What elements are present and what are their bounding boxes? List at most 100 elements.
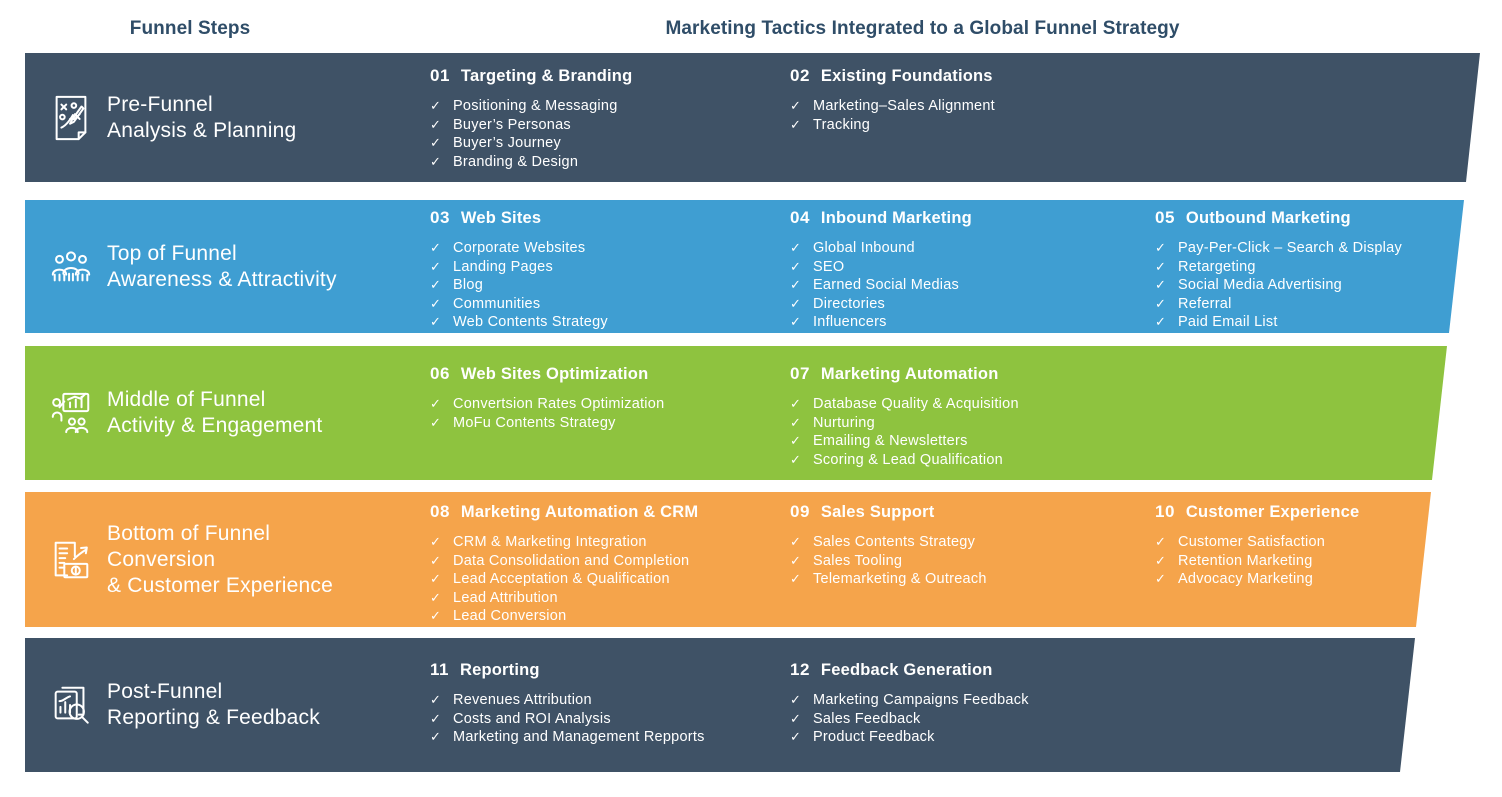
tactic-item-label: Marketing Campaigns Feedback <box>813 692 1029 708</box>
tactic-item: ✓Costs and ROI Analysis <box>430 710 705 729</box>
tactic-item-label: Customer Satisfaction <box>1178 534 1326 550</box>
tactic-item: ✓Telemarketing & Outreach <box>790 570 987 589</box>
check-icon: ✓ <box>790 451 802 467</box>
section-number: 08 <box>430 502 450 521</box>
tactic-item-label: Influencers <box>813 314 887 331</box>
tactic-item-label: Retention Marketing <box>1178 552 1313 569</box>
tactics-sections: 08 Marketing Automation & CRM ✓ CRM & Marke… <box>25 492 1431 627</box>
funnel-step-label: Bottom of Funnel Conversion & Customer E… <box>25 492 430 627</box>
tactic-item: ✓Product Feedback <box>790 728 1029 747</box>
tactic-item: ✓ Lead Acceptation & Qualification <box>430 570 698 589</box>
tactic-item: ✓Blog <box>430 276 608 295</box>
check-icon: ✓ <box>430 534 442 549</box>
check-icon: ✓ <box>1155 295 1167 311</box>
check-icon: ✓ <box>790 433 802 449</box>
tactic-item-label: Convertsion Rates Optimization <box>453 396 665 412</box>
tactic-item: ✓Marketing Campaigns Feedback <box>790 691 1029 710</box>
tactic-item: ✓Database Quality & Acquisition <box>790 395 1019 414</box>
tactic-item: ✓ Landing Pages <box>430 258 608 277</box>
tactic-item-label: Social Media Advertising <box>1178 277 1342 294</box>
tactic-item: ✓Buyer’s Journey <box>430 134 632 153</box>
tactic-items: ✓ Convertsion Rates Optimization ✓MoFu Con… <box>430 395 664 432</box>
tactic-item: ✓ Pay-Per-Click – Search & Display <box>1155 239 1402 258</box>
step-title: Middle of Funnel <box>107 388 266 411</box>
tactic-item-label: Directories <box>813 295 886 312</box>
tactic-item: ✓Positioning & Messaging <box>430 97 632 116</box>
funnel-steps-header: Funnel Steps <box>129 18 251 39</box>
tactic-item: ✓ Marketing and Management Repports <box>430 728 705 747</box>
tactic-items: ✓Global Inbound✓SEO✓Earned Social Medias… <box>790 239 972 332</box>
check-icon: ✓ <box>430 608 442 624</box>
check-icon: ✓ <box>430 571 442 587</box>
check-icon: ✓ <box>430 552 442 568</box>
tactic-item-label: CRM & Marketing Integration <box>453 534 647 550</box>
tactic-item-label: Landing Pages <box>453 258 553 275</box>
tactic-item: ✓Sales Feedback <box>790 710 1029 729</box>
tactic-item-label: Advocacy Marketing <box>1178 571 1314 588</box>
check-icon: ✓ <box>430 729 442 745</box>
tactic-item: ✓Buyer’s Personas <box>430 116 632 135</box>
conversion-revenue-icon <box>48 534 94 586</box>
tactic-item: ✓Global Inbound <box>790 239 972 258</box>
tactic-item: ✓Paid Email List <box>1155 313 1402 332</box>
check-icon: ✓ <box>1155 277 1167 293</box>
check-icon: ✓ <box>430 396 442 411</box>
tactic-item-label: Sales Tooling <box>813 552 903 569</box>
check-icon: ✓ <box>1155 314 1167 330</box>
check-icon: ✓ <box>430 258 442 274</box>
section-title: Web Sites Optimization <box>460 365 649 383</box>
tactic-item-label: Pay-Per-Click – Search & Display <box>1178 240 1402 256</box>
tactic-item: ✓Directories <box>790 295 972 314</box>
section-number: 03 <box>430 208 450 227</box>
tactic-item-label: Product Feedback <box>813 729 935 746</box>
check-icon: ✓ <box>1155 258 1167 274</box>
check-icon: ✓ <box>430 314 442 330</box>
tactic-item-label: Marketing and Management Repports <box>453 729 705 746</box>
strategy-plan-icon <box>48 92 94 144</box>
tactic-item: ✓Sales Contents Strategy <box>790 533 987 552</box>
section-title: Marketing Automation & CRM <box>460 503 699 521</box>
tactic-item-label: Lead Acceptation & Qualification <box>453 571 670 588</box>
report-analysis-icon <box>48 679 94 731</box>
check-icon: ✓ <box>430 710 442 726</box>
check-icon: ✓ <box>790 414 802 430</box>
step-text: Post-Funnel Reporting & Feedback <box>107 679 320 731</box>
tactic-item: ✓Lead Attribution <box>430 589 698 608</box>
tactic-item-label: Lead Attribution <box>453 589 558 606</box>
funnel-step-label: Top of Funnel Awareness & Attractivity <box>25 200 430 333</box>
tactic-item: ✓Lead Conversion <box>430 607 698 626</box>
step-text: Middle of Funnel Activity & Engagement <box>107 387 322 439</box>
section-title: Targeting & Branding <box>460 67 633 85</box>
funnel-step-label: Pre-Funnel Analysis & Planning <box>25 53 430 182</box>
section-number: 04 <box>790 208 810 227</box>
check-icon: ✓ <box>430 135 442 151</box>
tactic-item-label: Sales Contents Strategy <box>813 534 976 550</box>
band-top-of-funnel: Top of Funnel Awareness & Attractivity 0… <box>25 200 1464 333</box>
marketing-tactics-header: Marketing Tactics Integrated to a Global… <box>665 18 1180 39</box>
presentation-engagement-icon <box>48 387 94 439</box>
tactic-item: ✓Customer Satisfaction <box>1155 533 1359 552</box>
check-icon: ✓ <box>430 240 442 255</box>
step-text: Bottom of Funnel Conversion & Customer E… <box>107 521 333 599</box>
tactic-item: ✓Web Contents Strategy <box>430 313 608 332</box>
section-title: Marketing Automation <box>820 365 999 383</box>
tactic-item: ✓ Advocacy Marketing <box>1155 570 1359 589</box>
tactic-item-label: Database Quality & Acquisition <box>813 396 1019 412</box>
check-icon: ✓ <box>1155 571 1167 587</box>
check-icon: ✓ <box>790 277 802 293</box>
check-icon: ✓ <box>430 98 442 113</box>
check-icon: ✓ <box>790 552 802 568</box>
tactic-item: ✓MoFu Contents Strategy <box>430 414 664 433</box>
tactic-item-label: Global Inbound <box>813 240 915 256</box>
check-icon: ✓ <box>1155 240 1167 255</box>
section-title: Existing Foundations <box>820 67 993 85</box>
